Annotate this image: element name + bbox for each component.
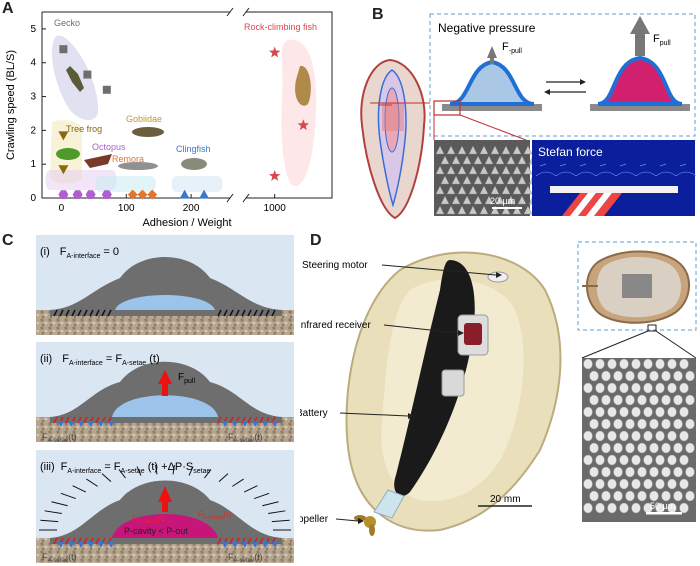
- legend-rock-climbing-fish: Rock-climbing fish: [244, 22, 317, 32]
- label-steering-motor: Steering motor: [302, 260, 368, 271]
- gecko-icon: [66, 66, 84, 92]
- label-battery: Battery: [300, 408, 328, 419]
- negative-pressure-title: Negative pressure: [438, 21, 536, 35]
- sem-inset-image: 50 μm: [582, 358, 696, 522]
- sem-inset-scale-bar: 50 μm: [650, 501, 675, 511]
- legend-remora: Remora: [112, 154, 144, 164]
- y-tick-label: 4: [30, 58, 36, 69]
- sem-setae-image: 20 μm: [434, 140, 538, 216]
- gobiidae-icon: [132, 127, 164, 137]
- clingfish-region: [171, 176, 223, 192]
- data-point-rock-climbing-fish: [268, 170, 281, 181]
- rock-climbing-fish-icon: [295, 65, 311, 106]
- state-ii-eq: F: [62, 353, 69, 365]
- state-iii-right-force: FA-setae(t): [228, 552, 263, 564]
- robot-photo: [345, 251, 562, 536]
- legend-tree-frog: Tree frog: [66, 124, 102, 134]
- y-tick-label: 2: [30, 125, 36, 136]
- svg-text:(iii)FA-interface = FA-setae (: (iii)FA-interface = FA-setae (t) +ΔP·Sse…: [40, 461, 210, 475]
- label-propeller: Propeller: [300, 514, 329, 525]
- state-iii-eq: F: [61, 461, 68, 473]
- y-tick-label: 1: [30, 159, 36, 170]
- panel-b-figure: Negative pressure F-pull Fpull 20 μm Ste…: [360, 13, 697, 220]
- sem-scale-bar: 20 μm: [490, 196, 515, 206]
- svg-text:(i)FA-interface = 0: (i)FA-interface = 0: [40, 246, 119, 260]
- state-iii-inner-left: FA-setae(t): [132, 514, 165, 525]
- tree-frog-icon: [56, 148, 80, 160]
- panel-b-label: B: [372, 6, 384, 23]
- y-tick-label: 5: [30, 24, 36, 35]
- data-point-octopus: [101, 190, 112, 199]
- data-point-gecko: [83, 70, 92, 79]
- data-point-rock-climbing-fish: [297, 119, 310, 131]
- pull-arrow-right: [630, 16, 650, 34]
- x-tick-label: 0: [59, 203, 65, 214]
- y-tick-label: 3: [30, 92, 36, 103]
- x-tick-label: 1000: [264, 203, 287, 214]
- data-point-gecko: [59, 45, 68, 54]
- data-point-tree-frog: [58, 165, 69, 175]
- legend-gecko: Gecko: [54, 18, 80, 28]
- octopus-icon: [84, 154, 112, 168]
- data-point-octopus: [72, 190, 83, 199]
- data-point-remora: [137, 189, 148, 200]
- remora-icon: [118, 162, 158, 170]
- base-left: [442, 104, 542, 111]
- state-iii-cavity: P-cavity < P-out: [124, 526, 188, 536]
- legend-gobiidae: Gobiidae: [126, 114, 162, 124]
- stefan-force-label: Stefan force: [538, 145, 603, 159]
- data-point-remora: [127, 189, 138, 200]
- state-iii-inner-right: FA-setae(t): [198, 510, 231, 521]
- state-i-eq: F: [60, 246, 67, 258]
- data-point-octopus: [85, 190, 96, 199]
- state-ii-right-force: FA-setae(t): [228, 432, 263, 444]
- rock-climbing-fish-outline: [360, 58, 430, 220]
- state-i: (i)FA-interface = 0: [36, 235, 294, 335]
- panel-c-label: C: [2, 232, 14, 249]
- state-ii-left-force: FA-setae(t): [42, 432, 77, 444]
- y-axis-label: Crawling speed (BL/S): [5, 50, 17, 160]
- x-axis-label: Adhesion / Weight: [142, 217, 231, 229]
- x-tick-label: 100: [118, 203, 135, 214]
- data-point-rock-climbing-fish: [268, 46, 281, 58]
- legend-clingfish: Clingfish: [176, 144, 211, 154]
- state-iii-left-force: FA-setae(t): [42, 552, 77, 564]
- state-i-roman: (i): [40, 246, 50, 258]
- state-ii: (ii)FA-interface = FA-setae (t) Fpull FA…: [36, 342, 294, 444]
- f-pull-right: Fpull: [653, 33, 671, 47]
- svg-text:(ii)FA-interface = FA-setae (t: (ii)FA-interface = FA-setae (t): [40, 353, 160, 367]
- main-scale-bar: 20 mm: [490, 494, 521, 505]
- data-point-octopus: [58, 190, 69, 199]
- pull-arrow-left: [487, 46, 497, 58]
- clingfish-icon: [181, 158, 207, 170]
- panel-d-label: D: [310, 232, 322, 249]
- state-ii-pull: Fpull: [178, 372, 195, 385]
- f-pull-left: F-pull: [502, 41, 522, 55]
- base-right: [590, 104, 690, 111]
- data-point-clingfish: [179, 189, 190, 199]
- y-tick-label: 0: [30, 193, 36, 204]
- legend-octopus: Octopus: [92, 142, 126, 152]
- remora-region: [95, 176, 156, 192]
- data-point-tree-frog: [58, 131, 69, 141]
- dome-left: [449, 59, 535, 106]
- label-infrared-receiver: Infrared receiver: [300, 320, 371, 331]
- panel-d-figure: Steering motor Infrared receiver Battery…: [300, 241, 697, 536]
- x-tick-label: 200: [183, 203, 200, 214]
- data-point-gecko: [102, 85, 111, 94]
- state-iii-roman: (iii): [40, 461, 55, 473]
- state-ii-roman: (ii): [40, 353, 52, 365]
- panel-a-label: A: [2, 0, 14, 17]
- state-iii: (iii)FA-interface = FA-setae (t) +ΔP·Sse…: [36, 450, 294, 564]
- data-point-clingfish: [199, 189, 210, 199]
- data-point-remora: [147, 189, 158, 200]
- panel-c-figure: (i)FA-interface = 0 (ii)FA-interface = F…: [36, 235, 294, 564]
- dome-right: [597, 55, 683, 106]
- stefan-force-simulation: Stefan force: [532, 140, 697, 216]
- rock-fish-region: [281, 39, 317, 187]
